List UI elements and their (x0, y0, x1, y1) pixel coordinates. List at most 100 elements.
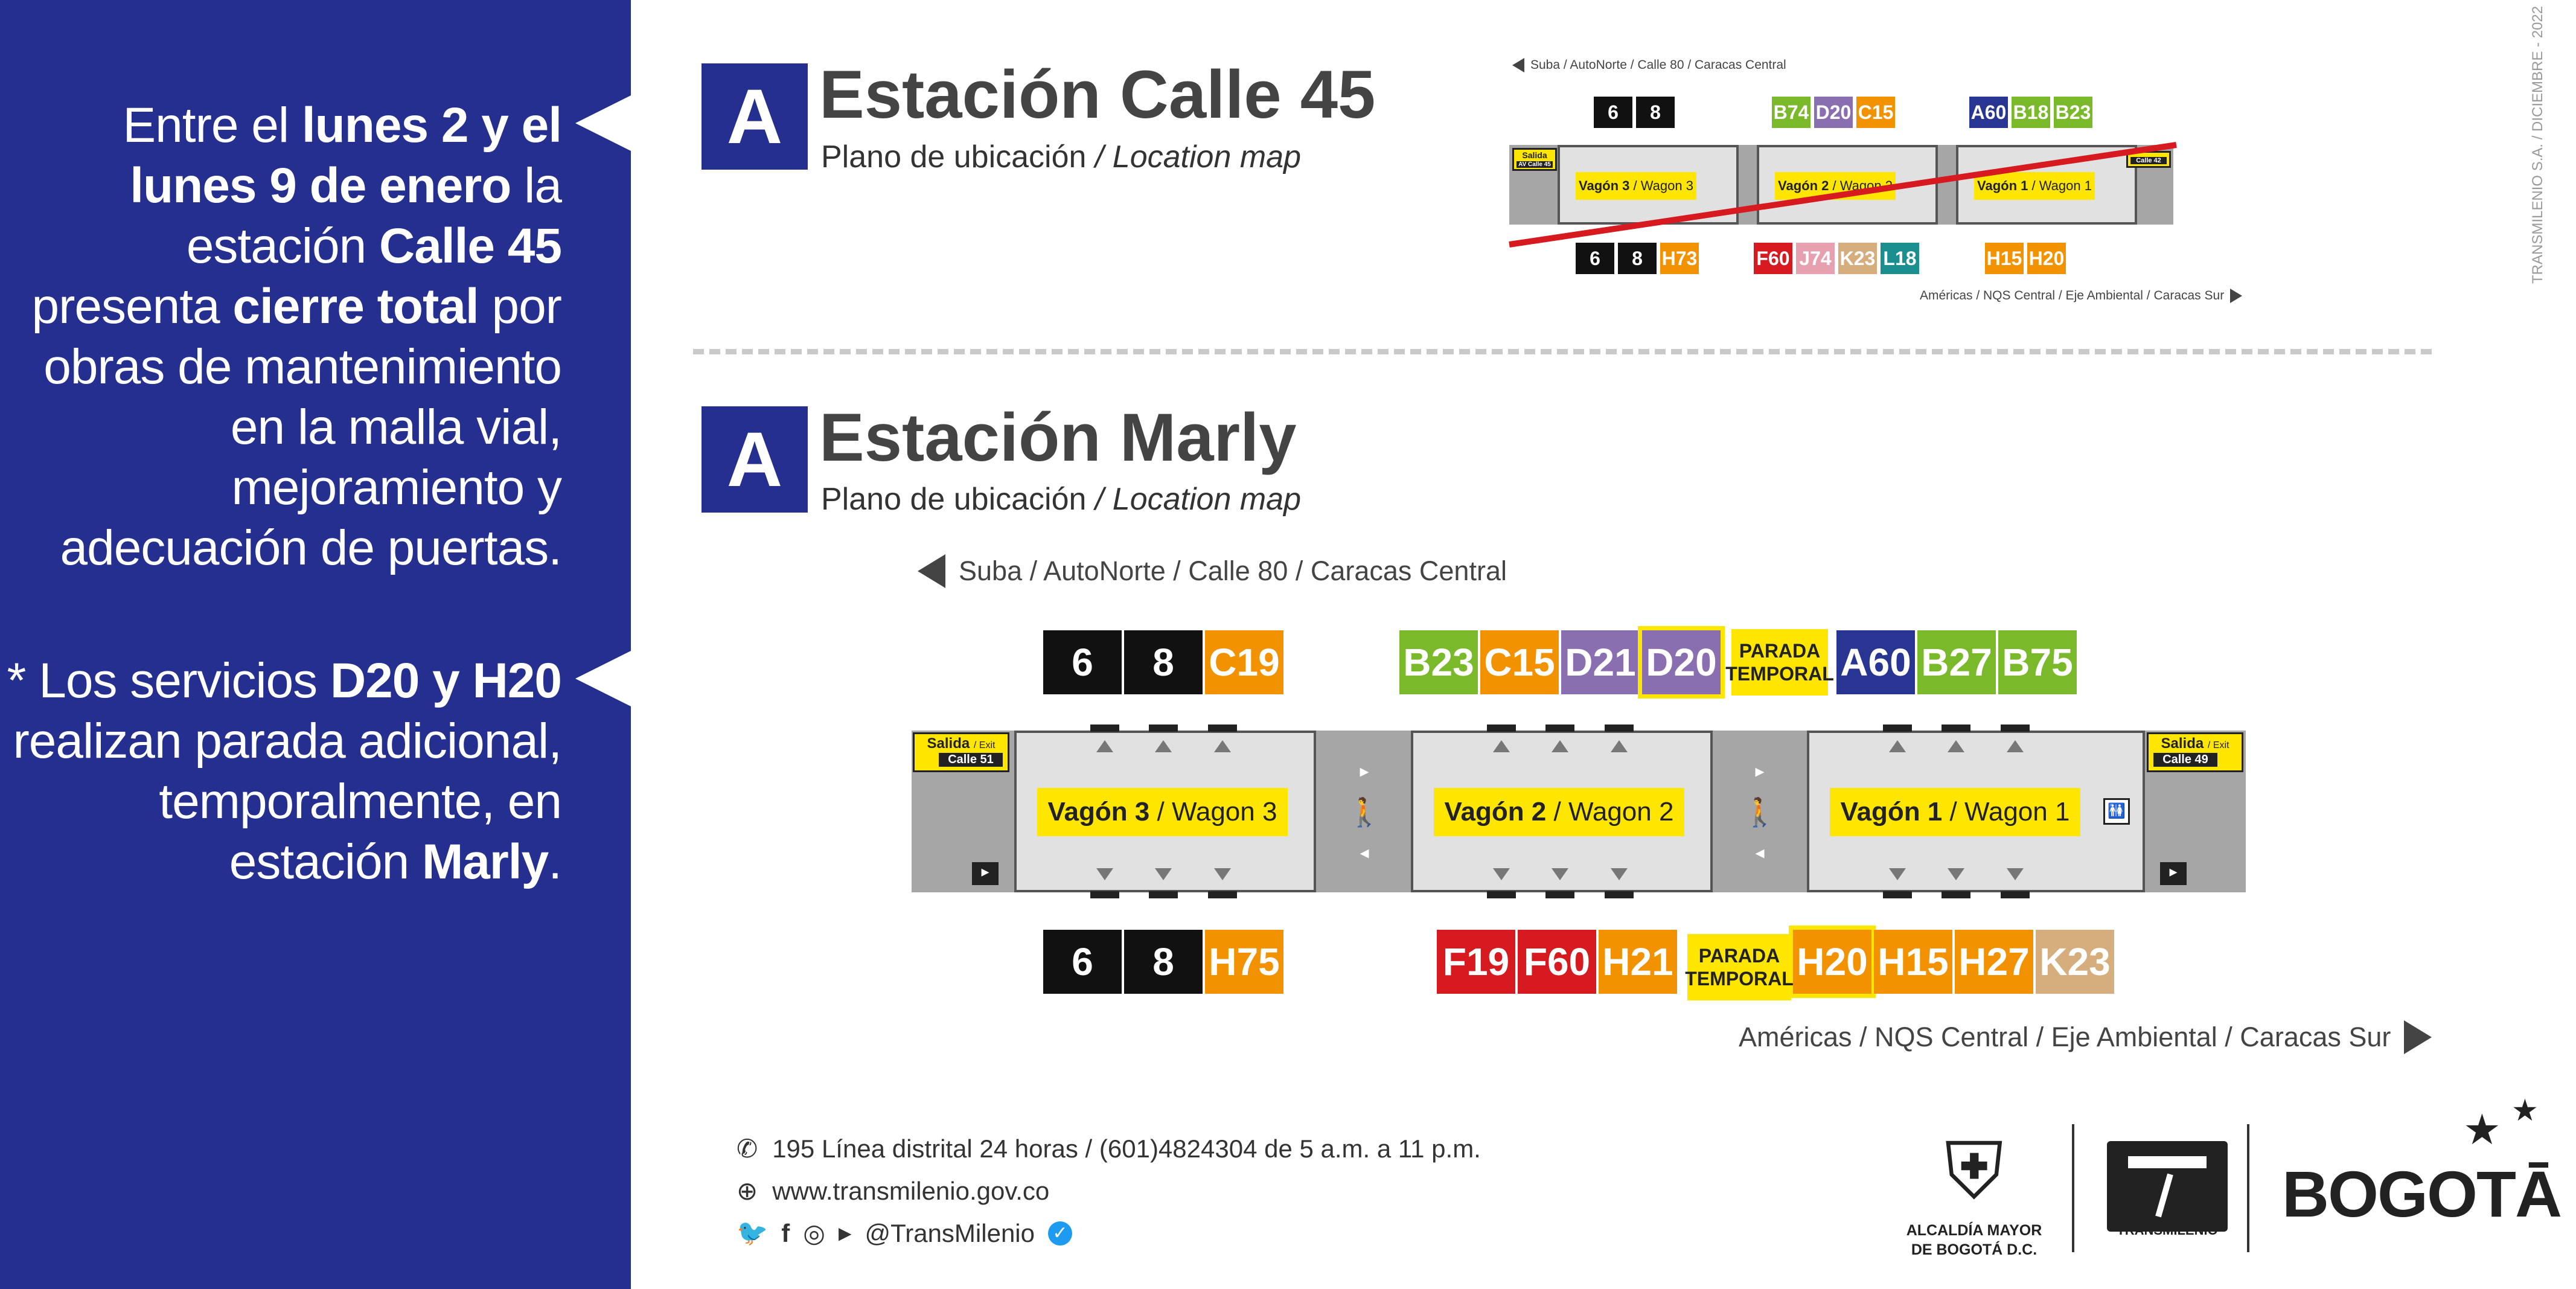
wagon-3-label-calle45: Vagón 3 / Wagon 3 (1576, 172, 1696, 200)
phone-icon: ✆ (737, 1134, 758, 1163)
route-c15: C15 (1856, 97, 1895, 128)
transmilenio-logo (2107, 1141, 2228, 1232)
route-l18: L18 (1881, 243, 1919, 274)
globe-icon: ⊕ (737, 1177, 758, 1205)
board-arrow-up-icon (1096, 740, 1113, 752)
route-h73: H73 (1660, 243, 1699, 274)
logo-divider-2 (2247, 1124, 2249, 1252)
route-f60: F60 (1518, 930, 1596, 994)
station-subtitle-marly: Plano de ubicación / Location map (821, 482, 1301, 517)
route-d20: D20 (1638, 626, 1725, 699)
station-subtitle-calle45: Plano de ubicación / Location map (821, 139, 1301, 174)
route-b23: B23 (1399, 630, 1478, 694)
route-h15: H15 (1874, 930, 1952, 994)
door-marker (1090, 891, 1119, 898)
board-arrow-up-icon (1493, 740, 1510, 752)
wagon-2-label-marly: Vagón 2 / Wagon 2 (1434, 788, 1684, 836)
door-marker (1487, 724, 1516, 732)
star-icon: ★ (2463, 1106, 2501, 1153)
direction-north-small: Suba / AutoNorte / Calle 80 / Caracas Ce… (1512, 58, 1786, 72)
transmilenio-logo-icon (2128, 1156, 2207, 1218)
elevator-left-icon: ▸ (972, 862, 999, 885)
route-h21: H21 (1599, 930, 1677, 994)
route-a60: A60 (1836, 630, 1915, 694)
direction-south-small: Américas / NQS Central / Eje Ambiental /… (1920, 289, 2243, 303)
website-line[interactable]: ⊕www.transmilenio.gov.co (737, 1177, 1050, 1205)
route-8: 8 (1618, 243, 1657, 274)
door-marker (1883, 891, 1912, 898)
route-6: 6 (1594, 97, 1632, 128)
pedestrian-icon: 🚶 (1742, 796, 1777, 828)
star-small-icon: ★ (2511, 1093, 2539, 1127)
route-8: 8 (1636, 97, 1675, 128)
closure-strike-line (1509, 142, 2177, 248)
wagon-3-label-marly: Vagón 3 / Wagon 3 (1037, 788, 1288, 836)
route-b18: B18 (2012, 97, 2050, 128)
pedestrian-icon: 🚶 (1347, 796, 1382, 828)
route-f60: F60 (1754, 243, 1792, 274)
board-arrow-down-icon (1096, 868, 1113, 880)
notice-panel: Entre el lunes 2 y el lunes 9 de enero l… (0, 0, 631, 1289)
board-arrow-up-icon (1552, 740, 1568, 752)
board-arrow-down-icon (2007, 868, 2024, 880)
route-d20: D20 (1814, 97, 1853, 128)
station-title-marly: Estación Marly (819, 400, 1297, 475)
board-arrow-up-icon (1948, 740, 1964, 752)
elevator-right-icon: ▸ (2160, 862, 2187, 885)
social-line[interactable]: 🐦 f ◎ ▶ @TransMilenio ✓ (737, 1218, 1072, 1248)
temporary-stop-note: * Los servicios D20 y H20 realizan parad… (7, 653, 562, 889)
route-8: 8 (1124, 930, 1203, 994)
exit-left-calle45: Salida AV Calle 45 (1512, 148, 1557, 171)
route-b75: B75 (1998, 630, 2077, 694)
route-b27: B27 (1917, 630, 1996, 694)
door-marker (1208, 891, 1237, 898)
arrow-left-icon: ◂ (1755, 843, 1765, 863)
route-6: 6 (1576, 243, 1614, 274)
board-arrow-down-icon (1948, 868, 1964, 880)
board-arrow-down-icon (1611, 868, 1628, 880)
phone-line: ✆195 Línea distrital 24 horas / (601)482… (737, 1134, 1481, 1163)
door-marker (1605, 724, 1634, 732)
board-arrow-up-icon (1214, 740, 1231, 752)
twitter-icon: 🐦 (737, 1218, 769, 1247)
door-marker (1883, 724, 1912, 732)
exit-left-marly: Salida / Exit Calle 51 (913, 732, 1009, 772)
walkway-2-1: ▸ 🚶 ◂ (1736, 761, 1784, 863)
route-a60: A60 (1969, 97, 2008, 128)
notch-2 (575, 651, 631, 706)
facebook-icon: f (781, 1218, 790, 1247)
direction-north: Suba / AutoNorte / Calle 80 / Caracas Ce… (918, 554, 1507, 588)
arrow-left-icon (918, 554, 945, 588)
route-6: 6 (1043, 630, 1122, 694)
route-c19: C19 (1205, 630, 1283, 694)
section-divider (693, 349, 2432, 354)
route-6: 6 (1043, 930, 1122, 994)
logo-divider-1 (2072, 1124, 2074, 1252)
exit-right-marly: Salida / Exit Calle 49 (2147, 732, 2243, 772)
arrow-right-icon: ▸ (1755, 761, 1765, 781)
door-marker (1208, 724, 1237, 732)
youtube-icon: ▶ (838, 1224, 852, 1243)
bogota-logo-text: BOGOTĀ (2282, 1157, 2562, 1230)
board-arrow-up-icon (2007, 740, 2024, 752)
station-title-calle45: Estación Calle 45 (819, 57, 1376, 132)
board-arrow-up-icon (1155, 740, 1172, 752)
route-h20: H20 (2027, 243, 2066, 274)
route-h75: H75 (1205, 930, 1283, 994)
board-arrow-down-icon (1155, 868, 1172, 880)
arrow-right-icon (2404, 1020, 2432, 1054)
toilet-icon: 🚻 (2103, 798, 2130, 825)
route-h20: H20 (1789, 926, 1876, 998)
door-marker (1942, 724, 1970, 732)
route-b74: B74 (1772, 97, 1811, 128)
route-k23: K23 (1838, 243, 1877, 274)
arrow-left-icon (1512, 58, 1524, 72)
door-marker (2001, 891, 2030, 898)
route-d21: D21 (1561, 630, 1640, 694)
door-marker (1545, 724, 1574, 732)
route-h15: H15 (1985, 243, 2024, 274)
